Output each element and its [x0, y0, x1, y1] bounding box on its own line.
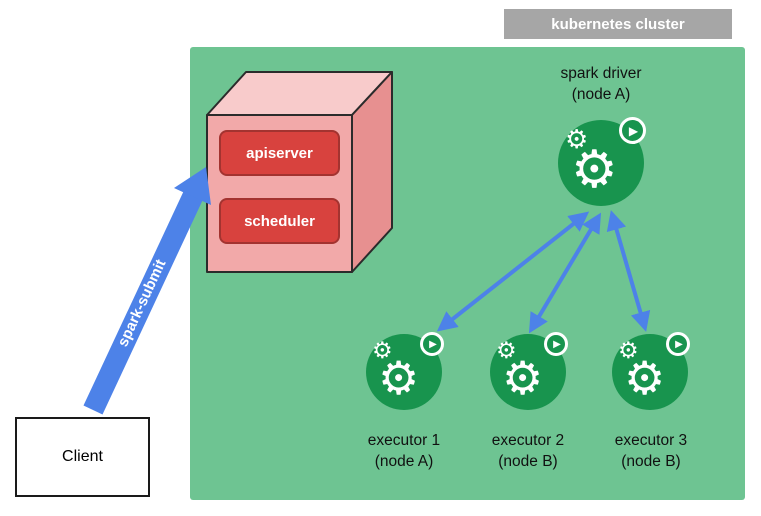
executor-2-pod-icon: ⚙ ⚙ ▶ [490, 332, 568, 410]
spark-driver-label: spark driver (node A) [511, 63, 691, 105]
executor-3-label: executor 3 (node B) [591, 430, 711, 472]
executor-3-title: executor 3 [614, 432, 688, 449]
gear-icon: ⚙ [571, 140, 618, 200]
kubernetes-cluster-label: kubernetes cluster [504, 9, 732, 39]
gear-small-icon: ⚙ [618, 338, 639, 364]
client-label: Client [62, 448, 103, 465]
executor-1-pod-icon: ⚙ ⚙ ▶ [366, 332, 444, 410]
executor-1-label: executor 1 (node A) [344, 430, 464, 472]
executor-3-pod-icon: ⚙ ⚙ ▶ [612, 332, 690, 410]
spark-driver-title: spark driver [560, 65, 642, 82]
gear-small-icon: ⚙ [372, 338, 393, 364]
scheduler-box: scheduler [219, 198, 340, 244]
spark-submit-label: spark-submit [114, 257, 169, 350]
play-badge-icon: ▶ [544, 332, 568, 356]
play-badge-icon: ▶ [619, 117, 646, 144]
spark-driver-pod-icon: ⚙ ⚙ ▶ [558, 117, 646, 206]
spark-submit-arrow: spark-submit [83, 167, 211, 415]
executor-3-node: (node B) [621, 453, 681, 470]
spark-driver-node: (node A) [571, 86, 631, 103]
apiserver-box: apiserver [219, 130, 340, 176]
gear-icon: ⚙ [502, 351, 544, 405]
executor-1-title: executor 1 [367, 432, 441, 449]
gear-icon: ⚙ [378, 351, 420, 405]
play-badge-icon: ▶ [420, 332, 444, 356]
client-box: Client [15, 417, 150, 497]
arrow-driver-executor-3 [606, 210, 651, 332]
play-badge-icon: ▶ [666, 332, 690, 356]
executor-1-node: (node A) [374, 453, 434, 470]
gear-icon: ⚙ [624, 351, 666, 405]
executor-2-label: executor 2 (node B) [468, 430, 588, 472]
gear-small-icon: ⚙ [496, 338, 517, 364]
executor-2-node: (node B) [498, 453, 558, 470]
executor-2-title: executor 2 [491, 432, 565, 449]
gear-small-icon: ⚙ [565, 125, 589, 155]
arrow-driver-executor-2 [528, 212, 602, 334]
